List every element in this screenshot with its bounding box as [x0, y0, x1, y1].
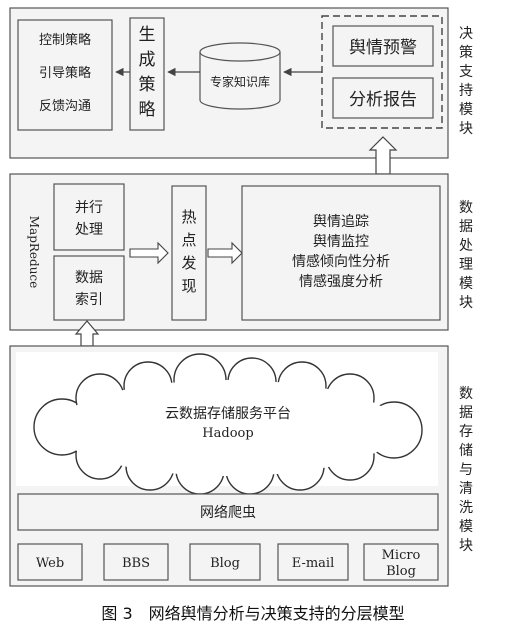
svg-text:发: 发: [181, 254, 196, 272]
source-email: E-mail: [292, 556, 335, 571]
svg-text:储: 储: [459, 443, 473, 459]
source-microblog-box: [363, 543, 439, 581]
arrow-processing-to-decision: [368, 136, 398, 175]
guide-strategy: 引导策略: [39, 65, 91, 81]
source-microblog-line-1: Micro: [382, 548, 421, 563]
control-strategy: 控制策略: [39, 32, 91, 48]
svg-text:数: 数: [459, 386, 473, 402]
svg-text:清: 清: [459, 481, 473, 497]
svg-text:持: 持: [459, 83, 473, 99]
source-bbs: BBS: [122, 556, 150, 571]
parallel-line-2: 处理: [75, 222, 103, 238]
report-label: 分析报告: [349, 90, 417, 110]
svg-text:略: 略: [139, 100, 156, 120]
analysis-tracking: 舆情追踪: [313, 214, 369, 230]
svg-text:块: 块: [459, 295, 473, 311]
decision-side-label: 决 策 支 持 模 块: [459, 26, 473, 137]
svg-text:据: 据: [459, 405, 473, 421]
hotspot-label: 热 点 发 现: [181, 208, 196, 295]
svg-text:块: 块: [459, 538, 473, 554]
svg-text:存: 存: [459, 424, 473, 440]
svg-text:数: 数: [459, 200, 473, 216]
knowledge-base-label: 专家知识库: [210, 74, 270, 89]
svg-text:块: 块: [459, 121, 473, 137]
svg-text:点: 点: [181, 231, 196, 249]
knowledge-base-cylinder: [199, 42, 281, 110]
cloud-subtitle: Hadoop: [202, 426, 253, 441]
warning-label: 舆情预警: [349, 38, 417, 58]
index-line-2: 索引: [75, 291, 103, 308]
svg-text:洗: 洗: [459, 500, 473, 516]
source-web: Web: [36, 556, 64, 571]
arrow-storage-to-processing: [74, 320, 100, 347]
hotspot-box: [171, 185, 207, 321]
svg-text:决: 决: [459, 26, 473, 42]
svg-text:模: 模: [459, 102, 473, 118]
analysis-sentiment-tendency: 情感倾向性分析: [292, 253, 390, 270]
storage-side-label: 数 据 存 储 与 清 洗 模 块: [459, 386, 473, 554]
analysis-sentiment-intensity: 情感强度分析: [299, 273, 383, 290]
analysis-monitoring: 舆情监控: [313, 234, 369, 250]
figure-caption: 图 3 网络舆情分析与决策支持的分层模型: [101, 604, 405, 623]
svg-text:模: 模: [459, 519, 473, 535]
svg-text:据: 据: [459, 219, 473, 235]
generate-strategy-box: [129, 17, 165, 131]
arrow-to-analysis: [207, 241, 243, 265]
report-box: [332, 77, 434, 119]
svg-text:策: 策: [459, 44, 473, 61]
svg-text:热: 热: [181, 208, 196, 226]
svg-text:理: 理: [459, 257, 473, 273]
parallel-line-1: 并行: [75, 200, 103, 216]
crawler-box: [17, 493, 439, 531]
source-microblog-line-2: Blog: [386, 564, 416, 579]
svg-text:与: 与: [459, 462, 473, 478]
analysis-box: [241, 185, 441, 321]
strategy-list-box: [17, 19, 113, 131]
data-index-box: [53, 255, 125, 321]
warning-box: [332, 25, 434, 67]
source-bbs-box: [103, 543, 169, 581]
svg-text:生: 生: [139, 25, 156, 45]
processing-side-label: 数 据 处 理 模 块: [459, 200, 473, 311]
source-email-box: [277, 543, 349, 581]
crawler-label: 网络爬虫: [200, 505, 256, 521]
source-web-box: [17, 543, 83, 581]
index-line-1: 数据: [75, 270, 103, 286]
svg-text:策: 策: [139, 75, 156, 95]
source-blog: Blog: [210, 556, 240, 571]
source-blog-box: [189, 543, 261, 581]
arrow-to-hotspot: [129, 241, 169, 265]
cloud-shape: [33, 353, 423, 495]
parallel-processing-box: [53, 183, 125, 251]
mapreduce-label: MapReduce: [27, 216, 41, 289]
svg-text:支: 支: [459, 64, 473, 80]
svg-text:模: 模: [459, 276, 473, 292]
svg-text:成: 成: [139, 50, 156, 70]
generate-strategy-label: 生 成 策 略: [139, 25, 156, 120]
svg-text:现: 现: [181, 277, 196, 295]
feedback-communication: 反馈沟通: [39, 99, 91, 114]
cloud-title: 云数据存储服务平台: [165, 406, 291, 422]
svg-text:处: 处: [459, 238, 473, 254]
